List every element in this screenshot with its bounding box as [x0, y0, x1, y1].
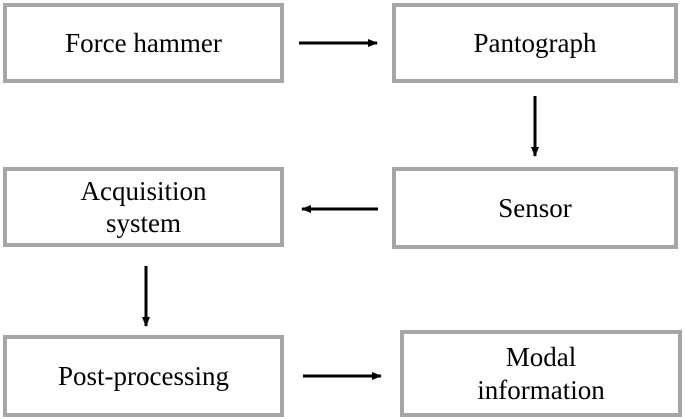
node-acquisition-system-line1: Acquisition [80, 175, 207, 206]
node-acquisition-system: Acquisition system [3, 167, 284, 247]
node-sensor: Sensor [392, 167, 678, 249]
node-post-processing: Post-processing [3, 335, 284, 417]
node-post-processing-label: Post-processing [58, 360, 229, 391]
node-force-hammer: Force hammer [3, 3, 284, 83]
node-modal-information-line1: Modal [505, 342, 577, 373]
node-force-hammer-label: Force hammer [65, 27, 222, 58]
node-modal-information: Modal information [400, 330, 682, 417]
node-sensor-label: Sensor [498, 192, 572, 223]
node-pantograph: Pantograph [392, 3, 678, 83]
node-pantograph-label: Pantograph [473, 27, 597, 58]
node-modal-information-line2: information [477, 374, 605, 405]
node-acquisition-system-line2: system [105, 208, 181, 238]
